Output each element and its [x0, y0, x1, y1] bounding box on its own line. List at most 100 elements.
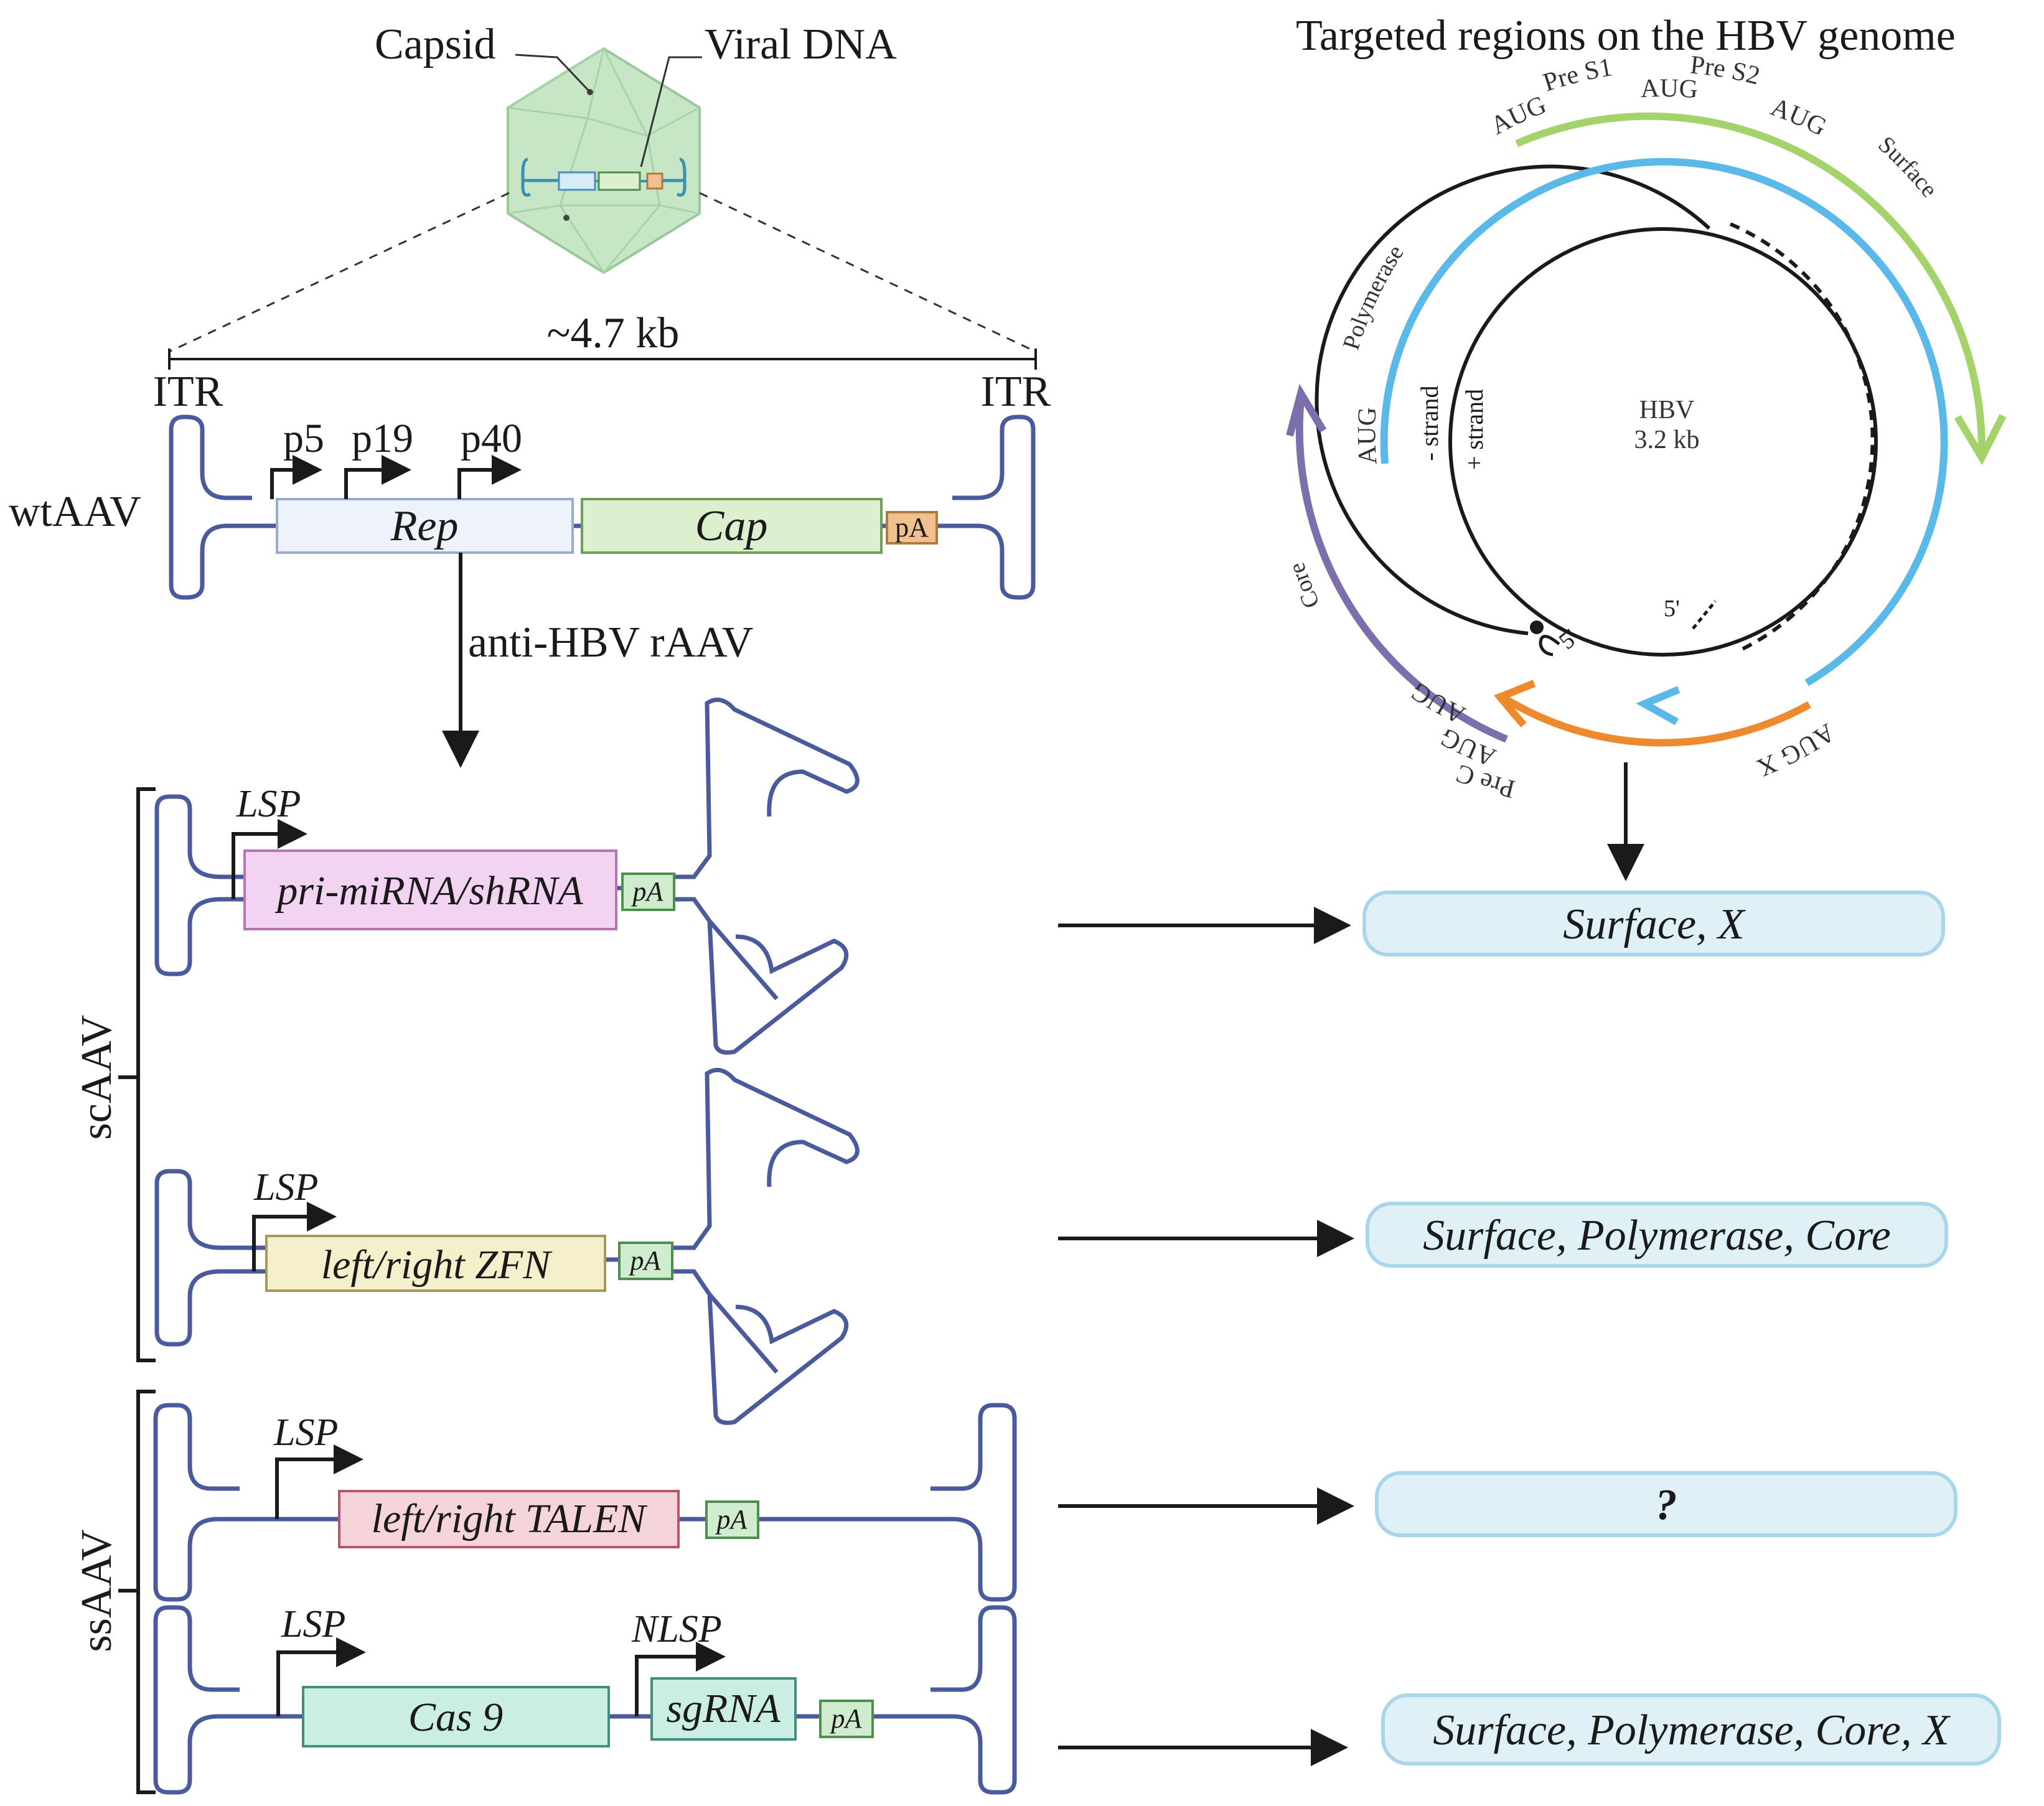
itr-left-talen — [153, 1403, 339, 1602]
zoom-line-right — [699, 192, 1036, 353]
polymerase-arrowhead — [1636, 686, 1681, 726]
cas9-label: Cas 9 — [408, 1695, 503, 1740]
result-arrows — [1058, 762, 1644, 1766]
anti-hbv-label: anti-HBV rAAV — [468, 619, 753, 667]
cap-box — [581, 498, 883, 554]
mini-genome-icon — [521, 157, 687, 197]
result-box-2 — [1366, 1202, 1948, 1268]
itr-left-shape — [169, 414, 277, 600]
five-prime-a: 5' — [1664, 596, 1680, 622]
label-aug-2: AUG — [1640, 74, 1699, 104]
capsid-dot-2 — [563, 215, 570, 221]
result-text-2: Surface, Polymerase, Core — [1423, 1212, 1891, 1260]
pa-box-mirna — [621, 873, 675, 911]
cap-dot — [1530, 620, 1544, 634]
capsid: Capsid Viral DNA — [169, 21, 1036, 353]
scaav-label: scAAV — [73, 1015, 121, 1140]
viral-dna-leader — [640, 56, 702, 167]
mirna-box — [243, 849, 617, 930]
lsp-arrow-zfn — [252, 1202, 337, 1248]
zoom-line-left — [169, 192, 510, 353]
pa-label-cas9: pA — [830, 1703, 863, 1734]
itr-right-label: ITR — [981, 368, 1051, 416]
capsid-icosahedron — [507, 47, 701, 274]
polymerase-arc — [1380, 157, 1948, 686]
sgrna-label: sgRNA — [666, 1686, 781, 1731]
itr-right-zfn — [672, 1067, 860, 1425]
pa-label-mirna: pA — [631, 876, 664, 907]
pa-label-wt: pA — [895, 512, 929, 543]
zfn-label: left/right ZFN — [321, 1242, 553, 1288]
wtaav-label: wtAAV — [9, 488, 141, 536]
nlsp-arrow-cas9 — [635, 1642, 726, 1716]
ssaav-label: ssAAV — [73, 1529, 121, 1652]
result-box-1 — [1362, 891, 1945, 957]
label-aug-3: AUG — [1767, 93, 1831, 142]
lsp-arrow-talen — [275, 1444, 363, 1519]
label-surface: Surface — [1873, 131, 1942, 202]
talen-box — [338, 1490, 680, 1548]
p40-label: p40 — [461, 416, 522, 461]
construct-cas9: Cas 9 sgRNA pA LSP NLSP — [153, 1603, 1017, 1795]
label-aug-pol: AUG — [1353, 406, 1382, 466]
construct-mirna: pri-miRNA/shRNA pA LSP — [154, 697, 860, 1055]
construct-zfn: left/right ZFN pA LSP — [154, 1067, 860, 1425]
minus-strand-label: - strand — [1415, 385, 1443, 461]
pa-box-zfn — [618, 1242, 673, 1280]
itr-right-shape — [937, 414, 1036, 600]
cas9-box — [302, 1686, 610, 1748]
result-box-3 — [1375, 1471, 1957, 1537]
lsp-label-cas9: LSP — [281, 1603, 345, 1645]
cap-hook — [1539, 635, 1560, 657]
nick-dash — [1692, 600, 1717, 630]
lsp-label-talen: LSP — [273, 1411, 338, 1454]
scaav-bracket — [136, 787, 156, 1362]
center-name: HBV — [1639, 396, 1695, 424]
lsp-label-zfn: LSP — [253, 1166, 318, 1209]
p5-arrow — [270, 455, 322, 499]
itr-left-label: ITR — [153, 368, 223, 416]
itr-right-cas9 — [873, 1605, 1017, 1795]
itr-right-talen — [758, 1403, 1017, 1602]
p5-label: p5 — [283, 416, 324, 461]
wtaav-construct: ~4.7 kb ITR ITR wtAAV Rep Cap pA p5 p19 … — [9, 309, 1051, 768]
rep-box — [276, 498, 574, 554]
itr-right-mirna — [674, 697, 860, 1055]
pa-box-talen — [705, 1500, 759, 1539]
itr-left-mirna — [154, 794, 246, 976]
hbv-genome-map: Targeted regions on the HBV genome HBV 3… — [1283, 12, 2007, 803]
zfn-box — [265, 1235, 606, 1292]
result-boxes: Surface, X Surface, Polymerase, Core ? S… — [1362, 891, 2001, 1766]
result-box-4 — [1381, 1693, 2001, 1766]
group-brackets: scAAV ssAAV — [73, 787, 156, 1794]
nlsp-label-cas9: NLSP — [631, 1608, 722, 1650]
p40-arrow — [457, 455, 522, 499]
plus-strand-circle — [1448, 227, 1878, 657]
size-label: ~4.7 kb — [547, 309, 680, 357]
p19-arrow — [344, 455, 411, 499]
sgrna-box — [650, 1677, 797, 1741]
lsp-label-mirna: LSP — [236, 783, 301, 825]
itr-left-cas9 — [153, 1605, 303, 1795]
lsp-arrow-cas9 — [276, 1637, 366, 1716]
result-text-4: Surface, Polymerase, Core, X — [1433, 1706, 1951, 1754]
itr-left-zfn — [154, 1169, 266, 1347]
genome-title: Targeted regions on the HBV genome — [1296, 12, 1956, 60]
ssaav-bracket — [136, 1390, 156, 1794]
surface-arrowhead — [1954, 414, 2007, 466]
p19-label: p19 — [352, 416, 413, 461]
core-arc — [1295, 398, 1508, 743]
gap-dashed-arc — [1729, 222, 1875, 652]
pa-box-cas9 — [819, 1700, 874, 1738]
mirna-label: pri-miRNA/shRNA — [274, 868, 583, 914]
capsid-facets — [507, 47, 700, 274]
x-arc — [1502, 695, 1811, 747]
capsid-leader — [515, 54, 591, 93]
label-core: Core — [1283, 559, 1325, 612]
result-text-1: Surface, X — [1563, 901, 1746, 948]
talen-label: left/right TALEN — [372, 1496, 649, 1542]
viral-dna-label: Viral DNA — [705, 21, 897, 68]
cap-label: Cap — [695, 502, 768, 550]
pa-label-zfn: pA — [629, 1245, 662, 1276]
surface-arc — [1515, 112, 1986, 455]
